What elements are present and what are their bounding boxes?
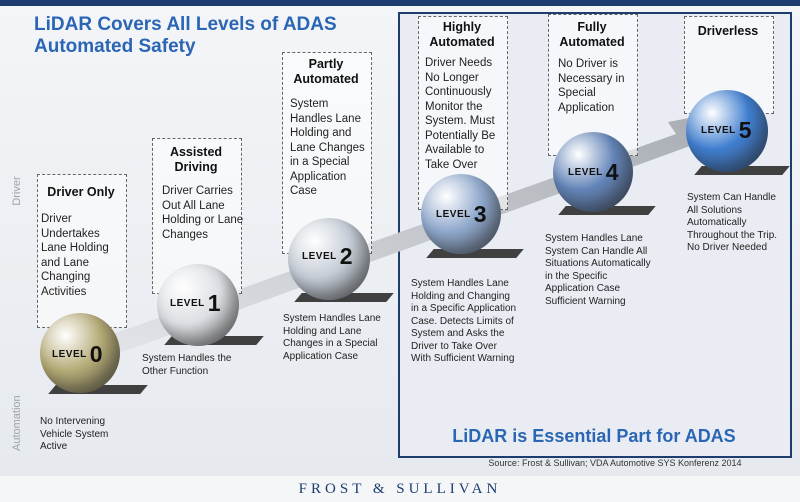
level-number: 2 [339,243,353,269]
level-word: LEVEL [170,298,205,309]
brand-footer: FROST & SULLIVAN [298,481,502,497]
page-title: LiDAR Covers All Levels of ADAS Automate… [34,14,337,57]
level-number: 1 [207,290,221,316]
level-2-sphere [288,218,370,300]
system-text-level-3: System Handles Lane Holding and Changing… [411,278,517,364]
top-bar [0,0,800,6]
level-number: 5 [738,117,752,143]
card-description-level-1: Driver Carries Out All Lane Holding or L… [162,185,244,241]
card-description-level-0: Driver Undertakes Lane Holding and Lane … [41,213,109,298]
level-number: 4 [605,159,619,185]
level-word: LEVEL [436,209,471,220]
card-title-level-2: Partly Automated [293,57,359,86]
card-title-level-0: Driver Only [47,185,115,199]
level-word: LEVEL [302,251,337,262]
card-title-level-3: Highly Automated [429,20,495,49]
level-1-sphere [157,264,239,346]
system-text-level-4: System Handles Lane System Can Handle Al… [545,233,651,307]
card-description-level-3: Driver Needs No Longer Continuously Moni… [425,57,496,171]
card-description-level-4: No Driver is Necessary in Special Applic… [558,58,625,114]
card-title-level-5: Driverless [697,24,759,38]
system-text-level-5: System Can Handle All Solutions Automati… [687,192,778,253]
system-text-level-0: No Intervening Vehicle System Active [40,416,109,452]
lidar-essential-caption: LiDAR is Essential Part for ADAS [452,426,736,446]
level-0-sphere [40,313,120,393]
level-3-sphere [421,174,501,254]
source-note: Source: Frost & Sullivan; VDA Automotive… [488,458,742,468]
level-word: LEVEL [52,349,87,360]
level-4-sphere [553,132,633,212]
arrow-shape [85,112,720,362]
card-level-0 [37,174,127,328]
level-number: 0 [89,341,103,367]
level-word: LEVEL [701,125,736,136]
system-text-level-1: System Handles the Other Function [142,353,232,377]
level-5-sphere [686,90,768,172]
level-number: 3 [473,201,487,227]
system-text-level-2: System Handles Lane Holding and Lane Cha… [283,313,381,362]
card-level-2 [282,52,372,254]
card-title-level-4: Fully Automated [559,20,625,49]
card-title-level-1: Assisted Driving [169,145,223,174]
level-word: LEVEL [568,167,603,178]
card-description-level-2: System Handles Lane Holding and Lane Cha… [290,98,365,197]
